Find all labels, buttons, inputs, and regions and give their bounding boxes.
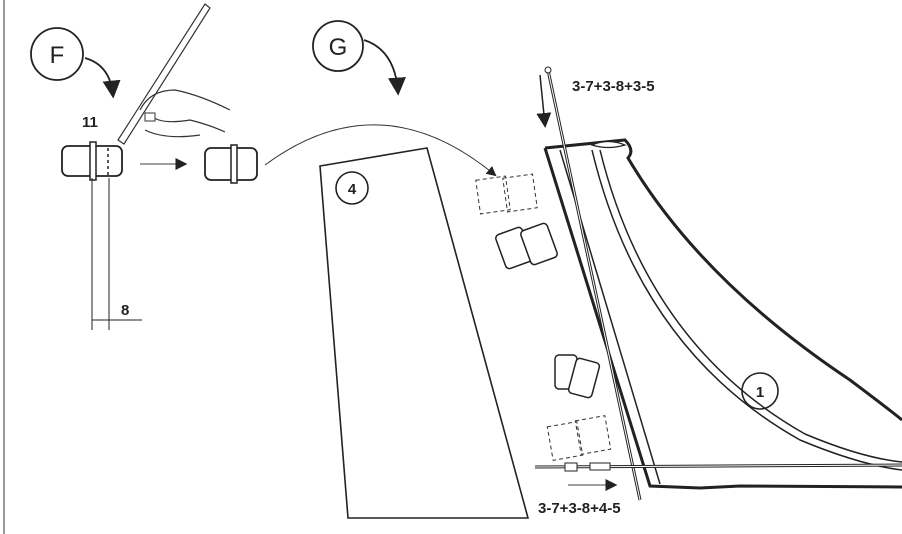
rod-down-arrow — [536, 74, 552, 128]
panel-4: 4 — [319, 147, 530, 519]
step-g: G — [312, 20, 406, 96]
dimension-11: 11 — [82, 114, 98, 131]
code-top: 3-7+3-8+3-5 — [572, 78, 655, 95]
code-bottom: 3-7+3-8+4-5 — [538, 500, 621, 517]
step-f: F 11 8 — [30, 3, 258, 330]
step-f-arrow — [84, 57, 121, 99]
step-f-label: F — [50, 42, 65, 69]
dimension-8: 8 — [121, 302, 129, 319]
step-g-arrow — [363, 39, 406, 96]
frame-1-label: 1 — [756, 384, 764, 401]
panel-4-label: 4 — [348, 181, 357, 198]
bottom-rod: 3-7+3-8+4-5 — [534, 462, 902, 517]
step-g-label: G — [329, 34, 348, 61]
clip-placement-top — [475, 173, 558, 270]
top-rod: 3-7+3-8+3-5 — [536, 66, 655, 501]
pen-hand-icon — [117, 3, 231, 145]
clip-placement-bottom — [546, 354, 612, 461]
step-f-circle — [30, 27, 84, 81]
transfer-arrow — [264, 124, 497, 177]
frame-1: 1 — [543, 138, 902, 490]
step-g-circle — [312, 20, 364, 72]
